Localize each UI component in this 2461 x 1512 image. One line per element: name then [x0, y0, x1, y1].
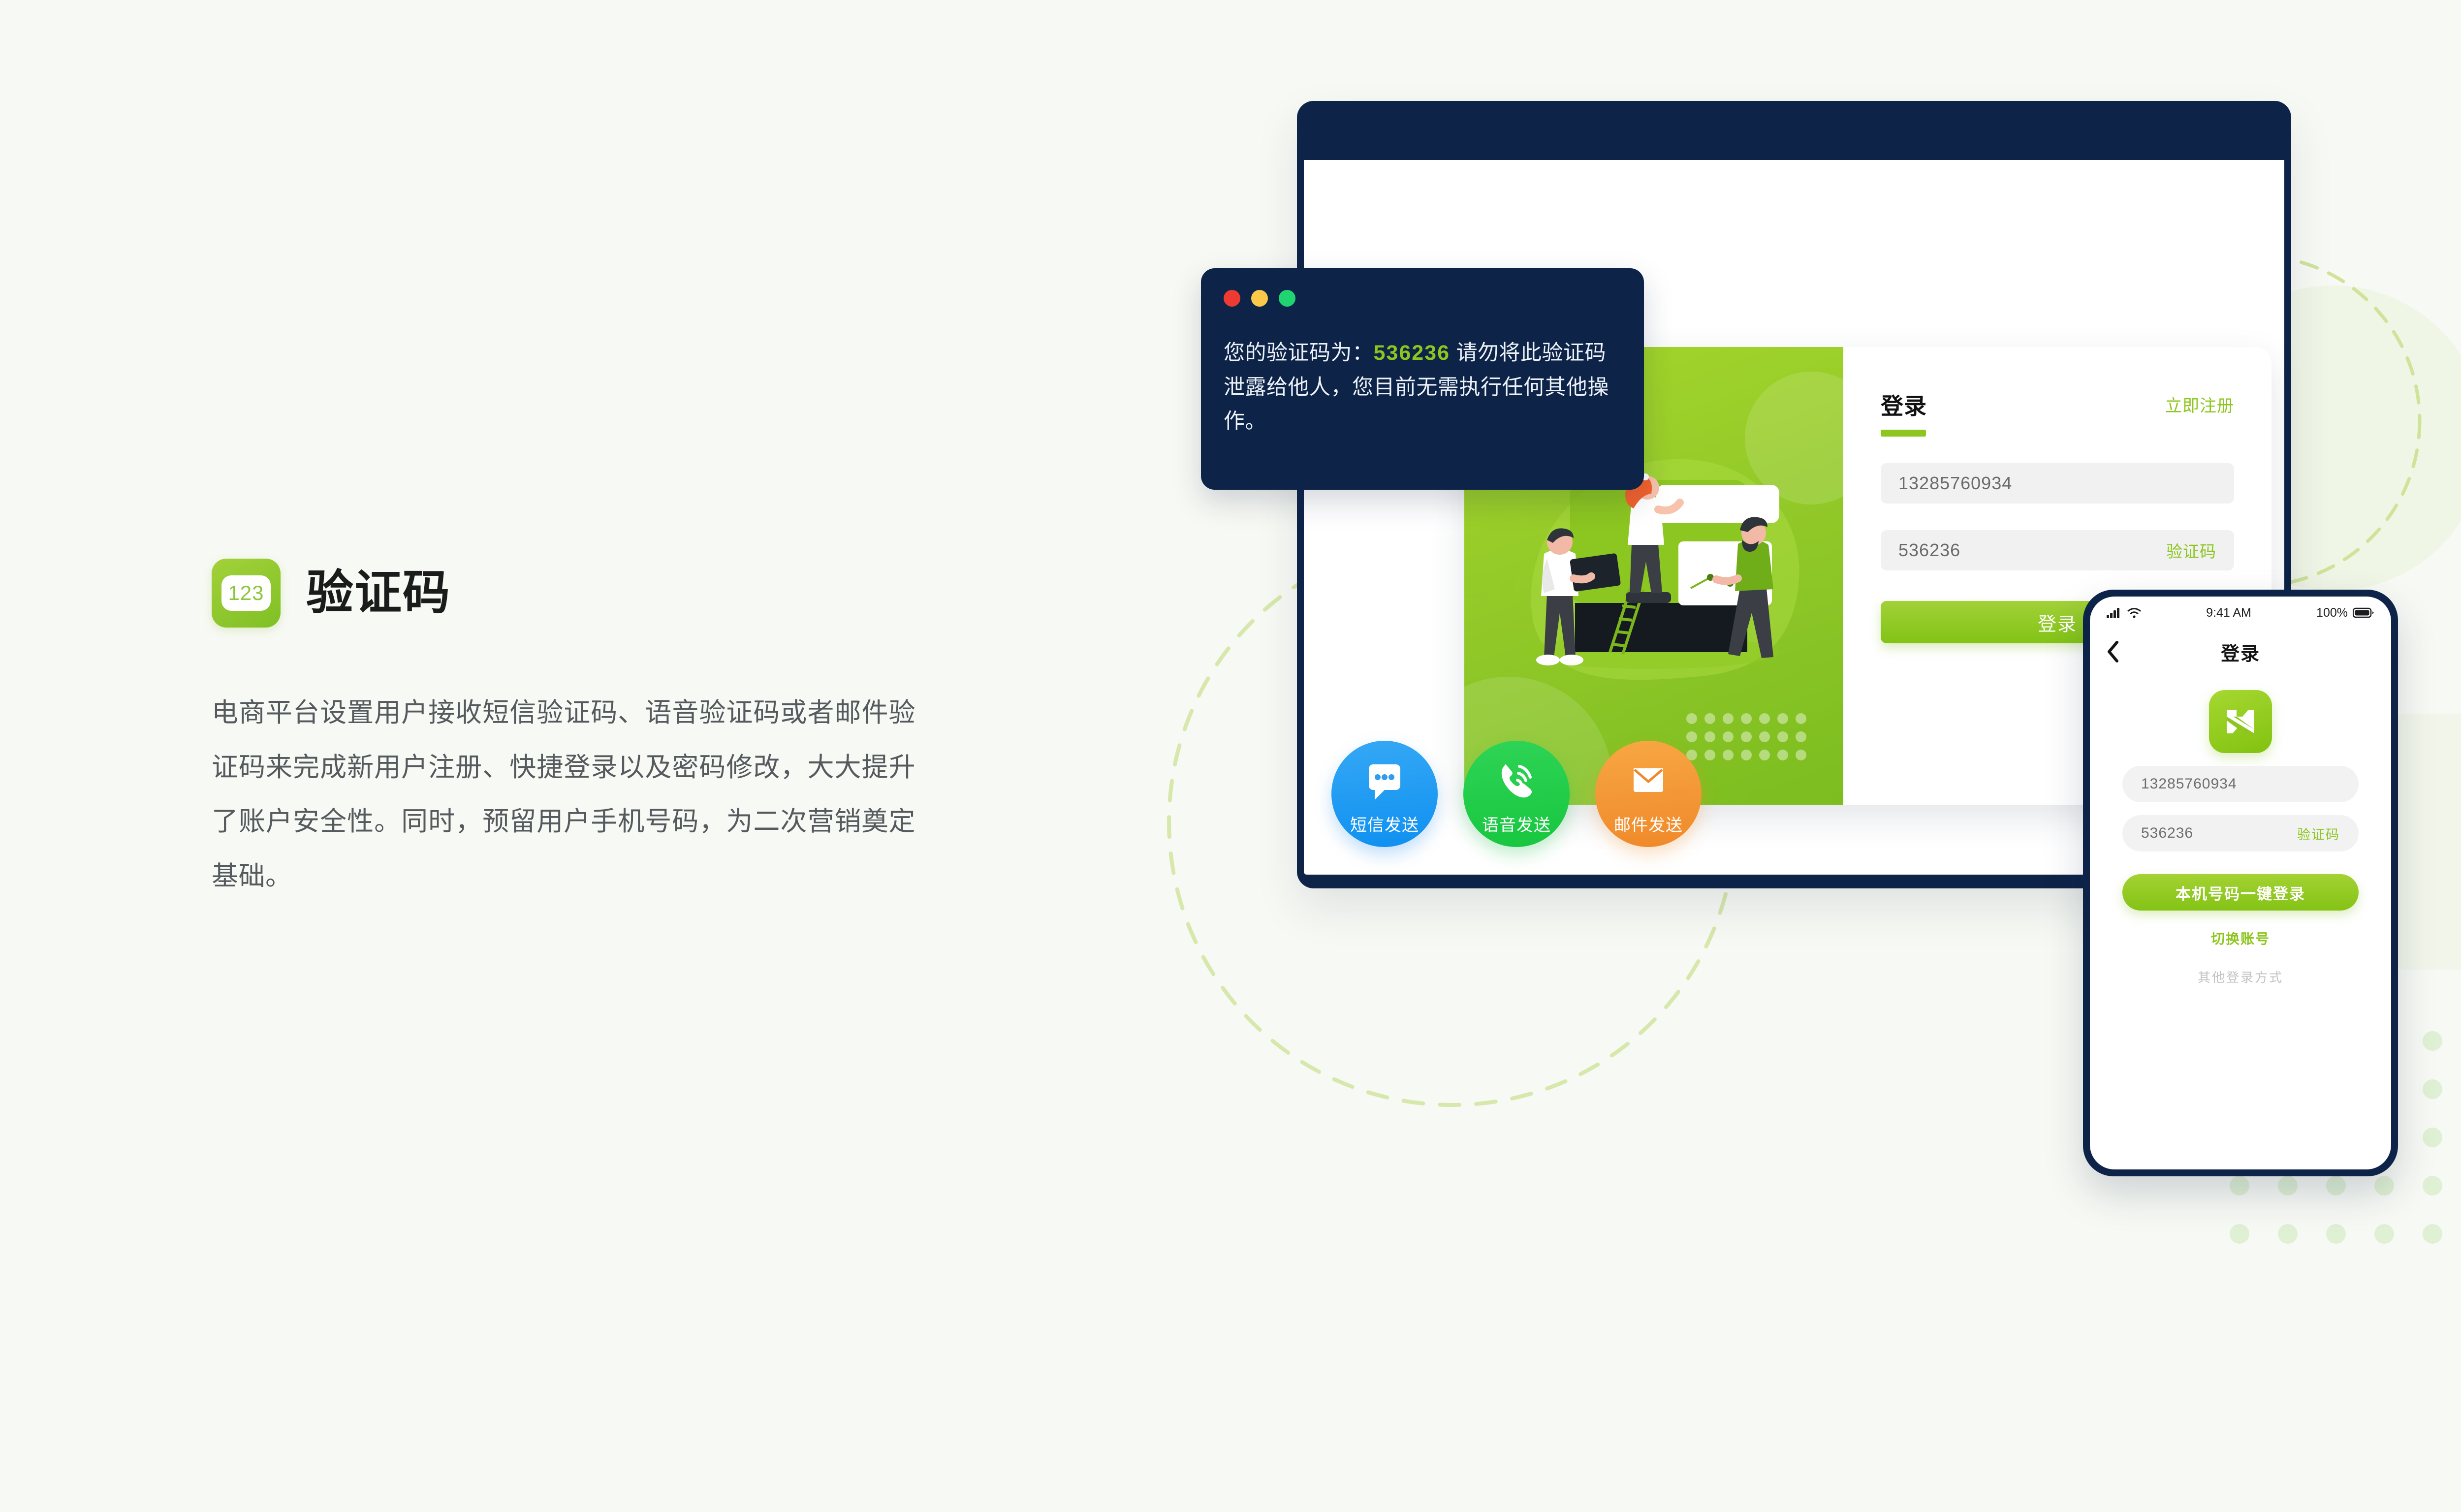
tab-active-indicator	[1881, 430, 1926, 437]
illustration-figures	[1523, 459, 1799, 680]
mail-send-label: 邮件发送	[1614, 816, 1683, 835]
close-icon[interactable]	[1224, 290, 1240, 307]
phone-ring-icon	[1494, 753, 1539, 804]
chevron-left-icon[interactable]	[2106, 640, 2120, 663]
phone-mockup: 9:41 AM 100% 登录	[2083, 590, 2398, 1176]
numeric-badge-icon: 123	[212, 559, 281, 628]
register-link[interactable]: 立即注册	[2165, 397, 2234, 415]
mail-send-button[interactable]: 邮件发送	[1595, 741, 1702, 847]
sms-preview-window: 您的验证码为：536236 请勿将此验证码泄露给他人，您目前无需执行任何其他操作…	[1201, 268, 1644, 490]
window-traffic-lights	[1224, 290, 1621, 307]
phone-number-value: 13285760934	[2141, 776, 2237, 792]
one-click-login-button[interactable]: 本机号码一键登录	[2122, 874, 2359, 911]
phone-screen: 9:41 AM 100% 登录	[2090, 597, 2391, 1169]
cellular-signal-icon	[2107, 608, 2119, 618]
phone-send-code-button[interactable]: 验证码	[2297, 827, 2340, 842]
phone-number-input[interactable]: 13285760934	[2122, 766, 2359, 802]
app-logo-icon	[2209, 690, 2272, 753]
channel-actions: 短信发送 语音发送	[1331, 741, 1702, 847]
tab-login[interactable]: 登录	[1881, 393, 1927, 419]
phone-clock: 9:41 AM	[2206, 605, 2251, 620]
browser-title-bar	[1297, 101, 2291, 160]
page-title: 验证码	[306, 567, 451, 619]
maximize-icon[interactable]	[1279, 290, 1295, 307]
switch-account-link[interactable]: 切换账号	[2210, 931, 2270, 946]
sms-text-before: 您的验证码为：	[1224, 341, 1374, 365]
dot-grid-icon	[1686, 713, 1806, 760]
phone-code-value: 536236	[2141, 825, 2194, 841]
minimize-icon[interactable]	[1251, 290, 1268, 307]
voice-send-label: 语音发送	[1482, 816, 1551, 835]
login-form-header: 登录 立即注册	[1881, 388, 2234, 437]
sms-text-after: 请勿将此验证码泄露给他人，您目前无需执行任何其他操作。	[1224, 341, 1609, 434]
feature-header: 123 验证码	[212, 559, 1024, 628]
feature-description: 电商平台设置用户接收短信验证码、语音验证码或者邮件验证码来完成新用户注册、快捷登…	[212, 698, 915, 891]
envelope-icon	[1626, 753, 1671, 804]
phone-code-input[interactable]: 536236 验证码	[2122, 815, 2359, 851]
sms-send-button[interactable]: 短信发送	[1331, 741, 1438, 847]
voice-send-button[interactable]: 语音发送	[1463, 741, 1570, 847]
code-input[interactable]: 536236 验证码	[1881, 530, 2234, 570]
phone-input-value: 13285760934	[1898, 473, 2013, 493]
feature-text-block: 123 验证码 电商平台设置用户接收短信验证码、语音验证码或者邮件验证码来完成新…	[212, 559, 1024, 904]
other-login-methods-link[interactable]: 其他登录方式	[2197, 970, 2283, 985]
verification-code: 536236	[1373, 341, 1450, 365]
phone-input[interactable]: 13285760934	[1881, 463, 2234, 504]
code-input-value: 536236	[1898, 540, 1961, 560]
sms-message-text: 您的验证码为：536236 请勿将此验证码泄露给他人，您目前无需执行任何其他操作…	[1224, 336, 1621, 439]
battery-percent: 100%	[2316, 605, 2348, 620]
wifi-icon	[2127, 608, 2141, 618]
phone-nav-bar: 登录	[2090, 629, 2391, 674]
phone-page-title: 登录	[2220, 643, 2260, 664]
battery-full-icon	[2353, 607, 2374, 618]
team-building-message-illustration	[1464, 347, 1843, 805]
badge-label: 123	[221, 575, 271, 611]
sms-send-label: 短信发送	[1350, 816, 1419, 835]
send-code-button[interactable]: 验证码	[2166, 542, 2216, 561]
phone-status-bar: 9:41 AM 100%	[2090, 597, 2391, 629]
chat-bubble-icon	[1362, 753, 1407, 804]
